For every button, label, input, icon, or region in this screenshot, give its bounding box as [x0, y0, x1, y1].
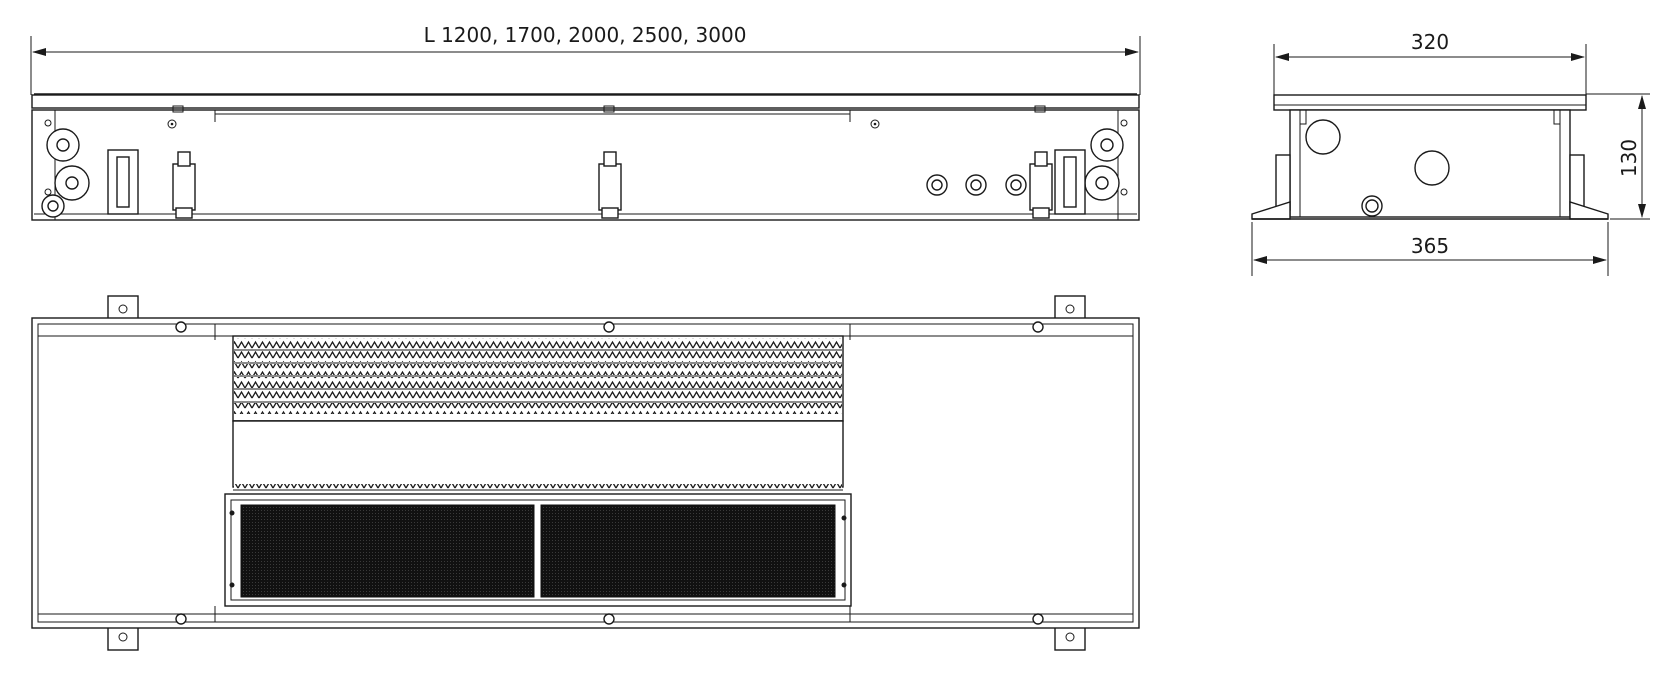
pipe-connection-icon — [1084, 119, 1128, 201]
length-dimension: L 1200, 1700, 2000, 2500, 3000 — [30, 23, 1141, 95]
fan-grille — [224, 493, 852, 607]
heat-exchanger — [232, 335, 844, 422]
bottom-width-label: 365 — [1411, 234, 1449, 258]
mounting-bracket-icon — [107, 149, 196, 219]
screw-icon — [175, 321, 1044, 625]
top-width-label: 320 — [1411, 30, 1449, 54]
mounting-bracket-icon — [107, 295, 1086, 651]
fan-grille-left — [240, 504, 535, 598]
valve-fitting-icon — [926, 174, 1027, 196]
mounting-bracket-icon — [1029, 149, 1086, 219]
mounting-bracket-icon — [1251, 154, 1609, 220]
pipe-connection-icon — [41, 119, 90, 218]
height-label: 130 — [1617, 139, 1641, 177]
mounting-bracket-icon — [598, 151, 622, 219]
length-label: L 1200, 1700, 2000, 2500, 3000 — [424, 23, 747, 47]
fan-grille-right — [540, 504, 836, 598]
screw-icon — [167, 105, 1046, 129]
side-view — [31, 93, 1140, 221]
screw-icon — [1299, 109, 1561, 125]
pipe-opening-icon — [1305, 119, 1450, 217]
plan-view — [31, 295, 1140, 651]
end-view: 320 365 130 — [1251, 30, 1650, 276]
